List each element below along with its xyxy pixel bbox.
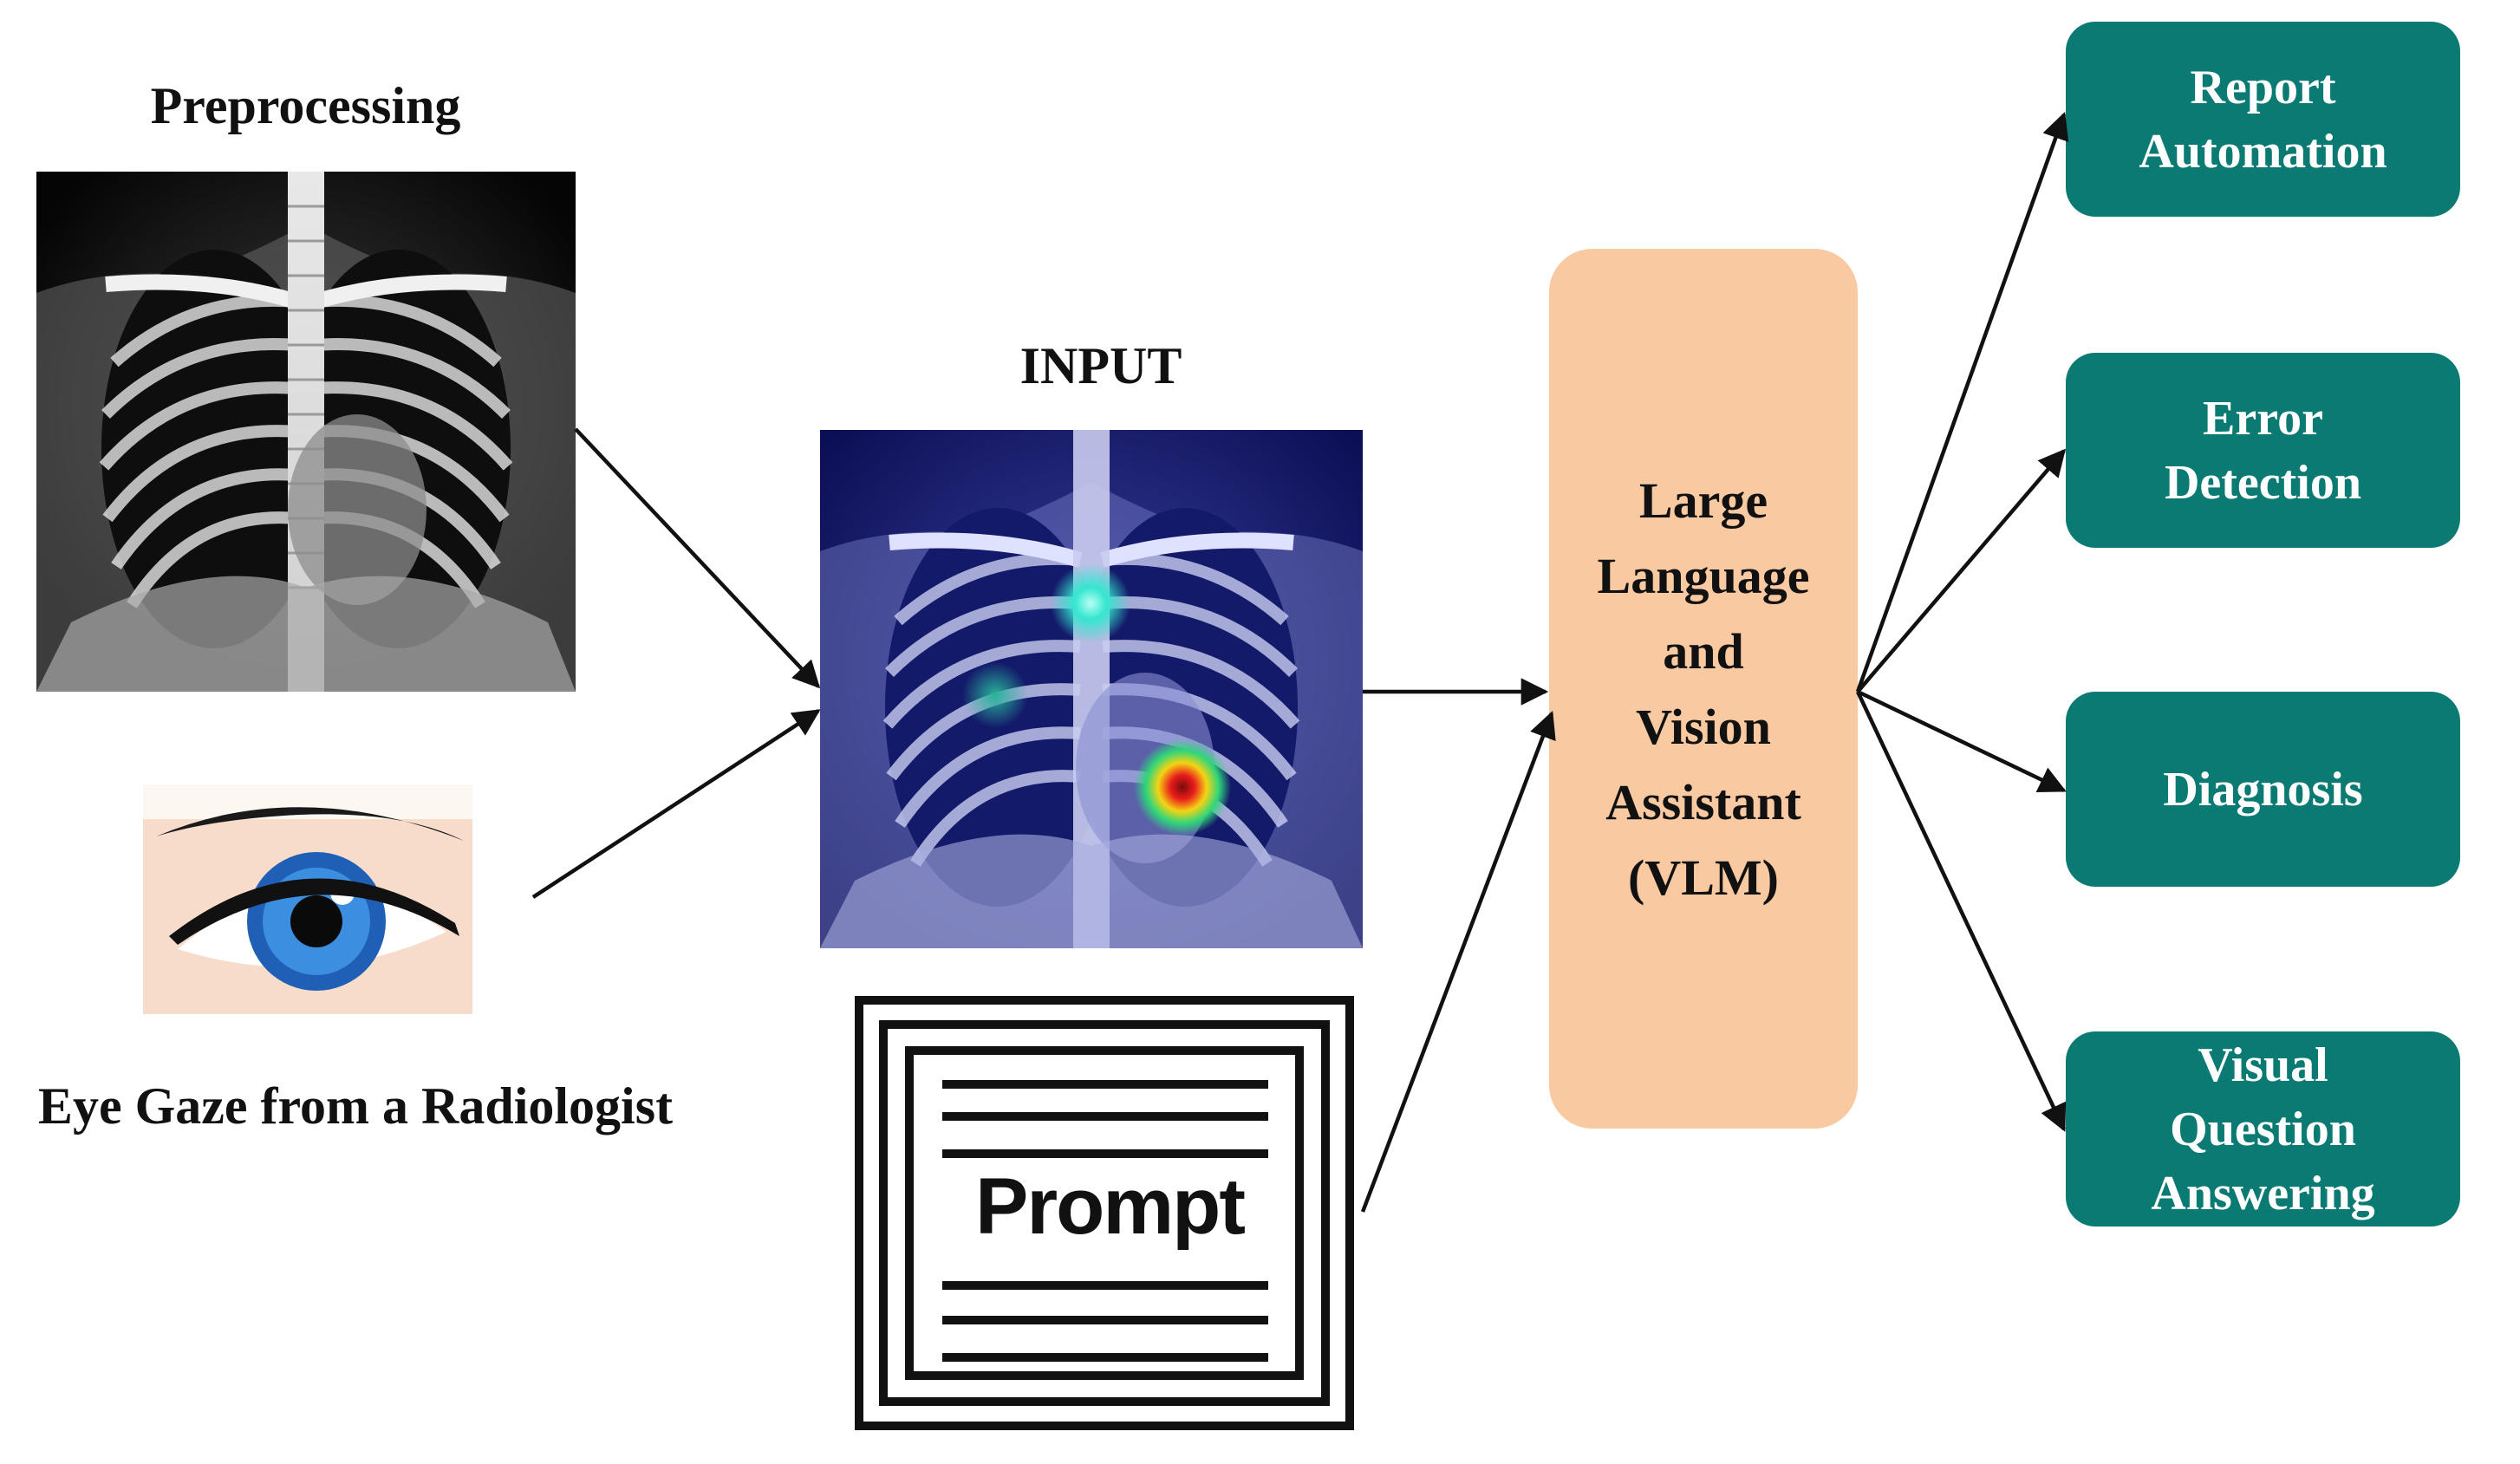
vlm-box: Large Language and Vision Assistant (VLM… — [1549, 249, 1858, 1129]
output-diagnosis: Diagnosis — [2066, 692, 2460, 887]
arrow-eye-to-input — [531, 709, 821, 899]
arrow-vlm-to-report — [1855, 112, 2069, 693]
input-label: INPUT — [1019, 337, 1182, 394]
arrow-vlm-to-vqa — [1855, 691, 2067, 1132]
eye-gaze-label: Eye Gaze from a Radiologist — [37, 1077, 674, 1135]
output-error-detection: Error Detection — [2066, 353, 2460, 548]
arrow-vlm-to-diagnosis — [1857, 689, 2067, 793]
arrow-vlm-to-error — [1856, 448, 2067, 693]
eye-icon — [143, 784, 472, 1014]
output-report-automation: Report Automation — [2066, 22, 2460, 217]
chest-xray-image — [36, 172, 576, 692]
output-visual-question-answering: Visual Question Answering — [2066, 1031, 2460, 1227]
arrow-prompt-to-vlm — [1360, 711, 1556, 1213]
prompt-document-icon — [855, 996, 1354, 1430]
arrow-xray-to-input — [574, 427, 821, 689]
prompt-label: Prompt — [975, 1162, 1246, 1251]
gaze-heatmap-xray-image — [820, 430, 1363, 948]
preprocessing-label: Preprocessing — [150, 77, 461, 134]
